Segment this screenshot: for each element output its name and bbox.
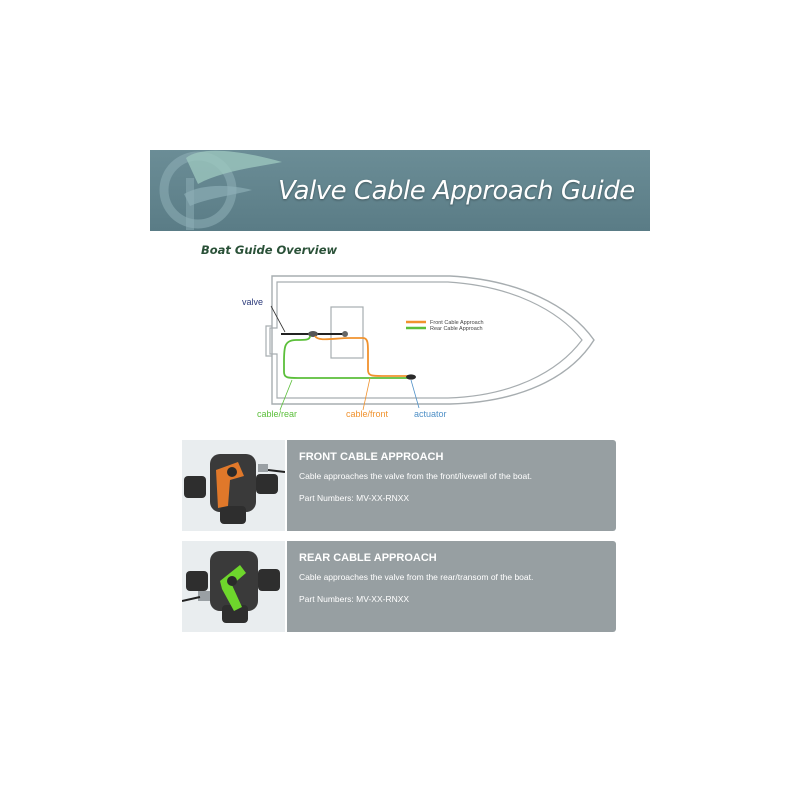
rear-cable-panel: REAR CABLE APPROACH Cable approaches the… [287,541,616,632]
rear-cable-card: REAR CABLE APPROACH Cable approaches the… [181,541,616,632]
front-cable-title: FRONT CABLE APPROACH [299,451,444,463]
cable-rear-pointer-line [279,379,293,411]
rear-cable-line [283,335,410,379]
rear-cable-part-numbers: Part Numbers: MV-XX-RNXX [299,594,409,604]
valve-pointer-line [270,305,286,333]
part-numbers-label: Part Numbers: [299,594,354,604]
livewell-box [330,306,364,359]
cable-front-label: cable/front [346,409,389,419]
front-cable-part-numbers: Part Numbers: MV-XX-RNXX [299,493,409,503]
legend-label-rear: Rear Cable Approach [430,326,483,332]
hull-inner-outline [269,281,583,399]
actuator-pointer-line [410,379,420,409]
rear-cable-title: REAR CABLE APPROACH [299,552,437,564]
front-cable-panel: FRONT CABLE APPROACH Cable approaches th… [287,440,616,531]
rear-valve-photo [181,541,285,632]
part-numbers-value: MV-XX-RNXX [356,594,410,604]
header-banner: Valve Cable Approach Guide [150,150,650,231]
front-cable-line [314,335,410,377]
page-title: Valve Cable Approach Guide [278,176,635,206]
transom-notch [265,325,272,357]
brand-logo-icon [159,150,282,230]
rear-cable-description: Cable approaches the valve from the rear… [299,572,534,582]
part-numbers-value: MV-XX-RNXX [356,493,410,503]
legend-label-front: Front Cable Approach [430,320,484,326]
hull-outline [271,275,595,405]
cable-front-pointer-line [362,377,371,411]
valve-photo-icon [181,551,280,623]
actuator-label: actuator [414,409,447,419]
valve-end-marker [342,331,348,337]
valve-label: valve [242,297,263,307]
front-cable-description: Cable approaches the valve from the fron… [299,471,532,481]
front-cable-card: FRONT CABLE APPROACH Cable approaches th… [182,440,616,531]
overview-heading: Boat Guide Overview [201,243,338,257]
valve-body-marker [308,331,318,337]
part-numbers-label: Part Numbers: [299,493,354,503]
front-valve-photo [182,440,286,531]
actuator-body [406,374,416,380]
boat-diagram: Front Cable Approach Rear Cable Approach… [242,275,595,419]
cable-rear-label: cable/rear [257,409,297,419]
valve-photo-icon [184,454,286,524]
